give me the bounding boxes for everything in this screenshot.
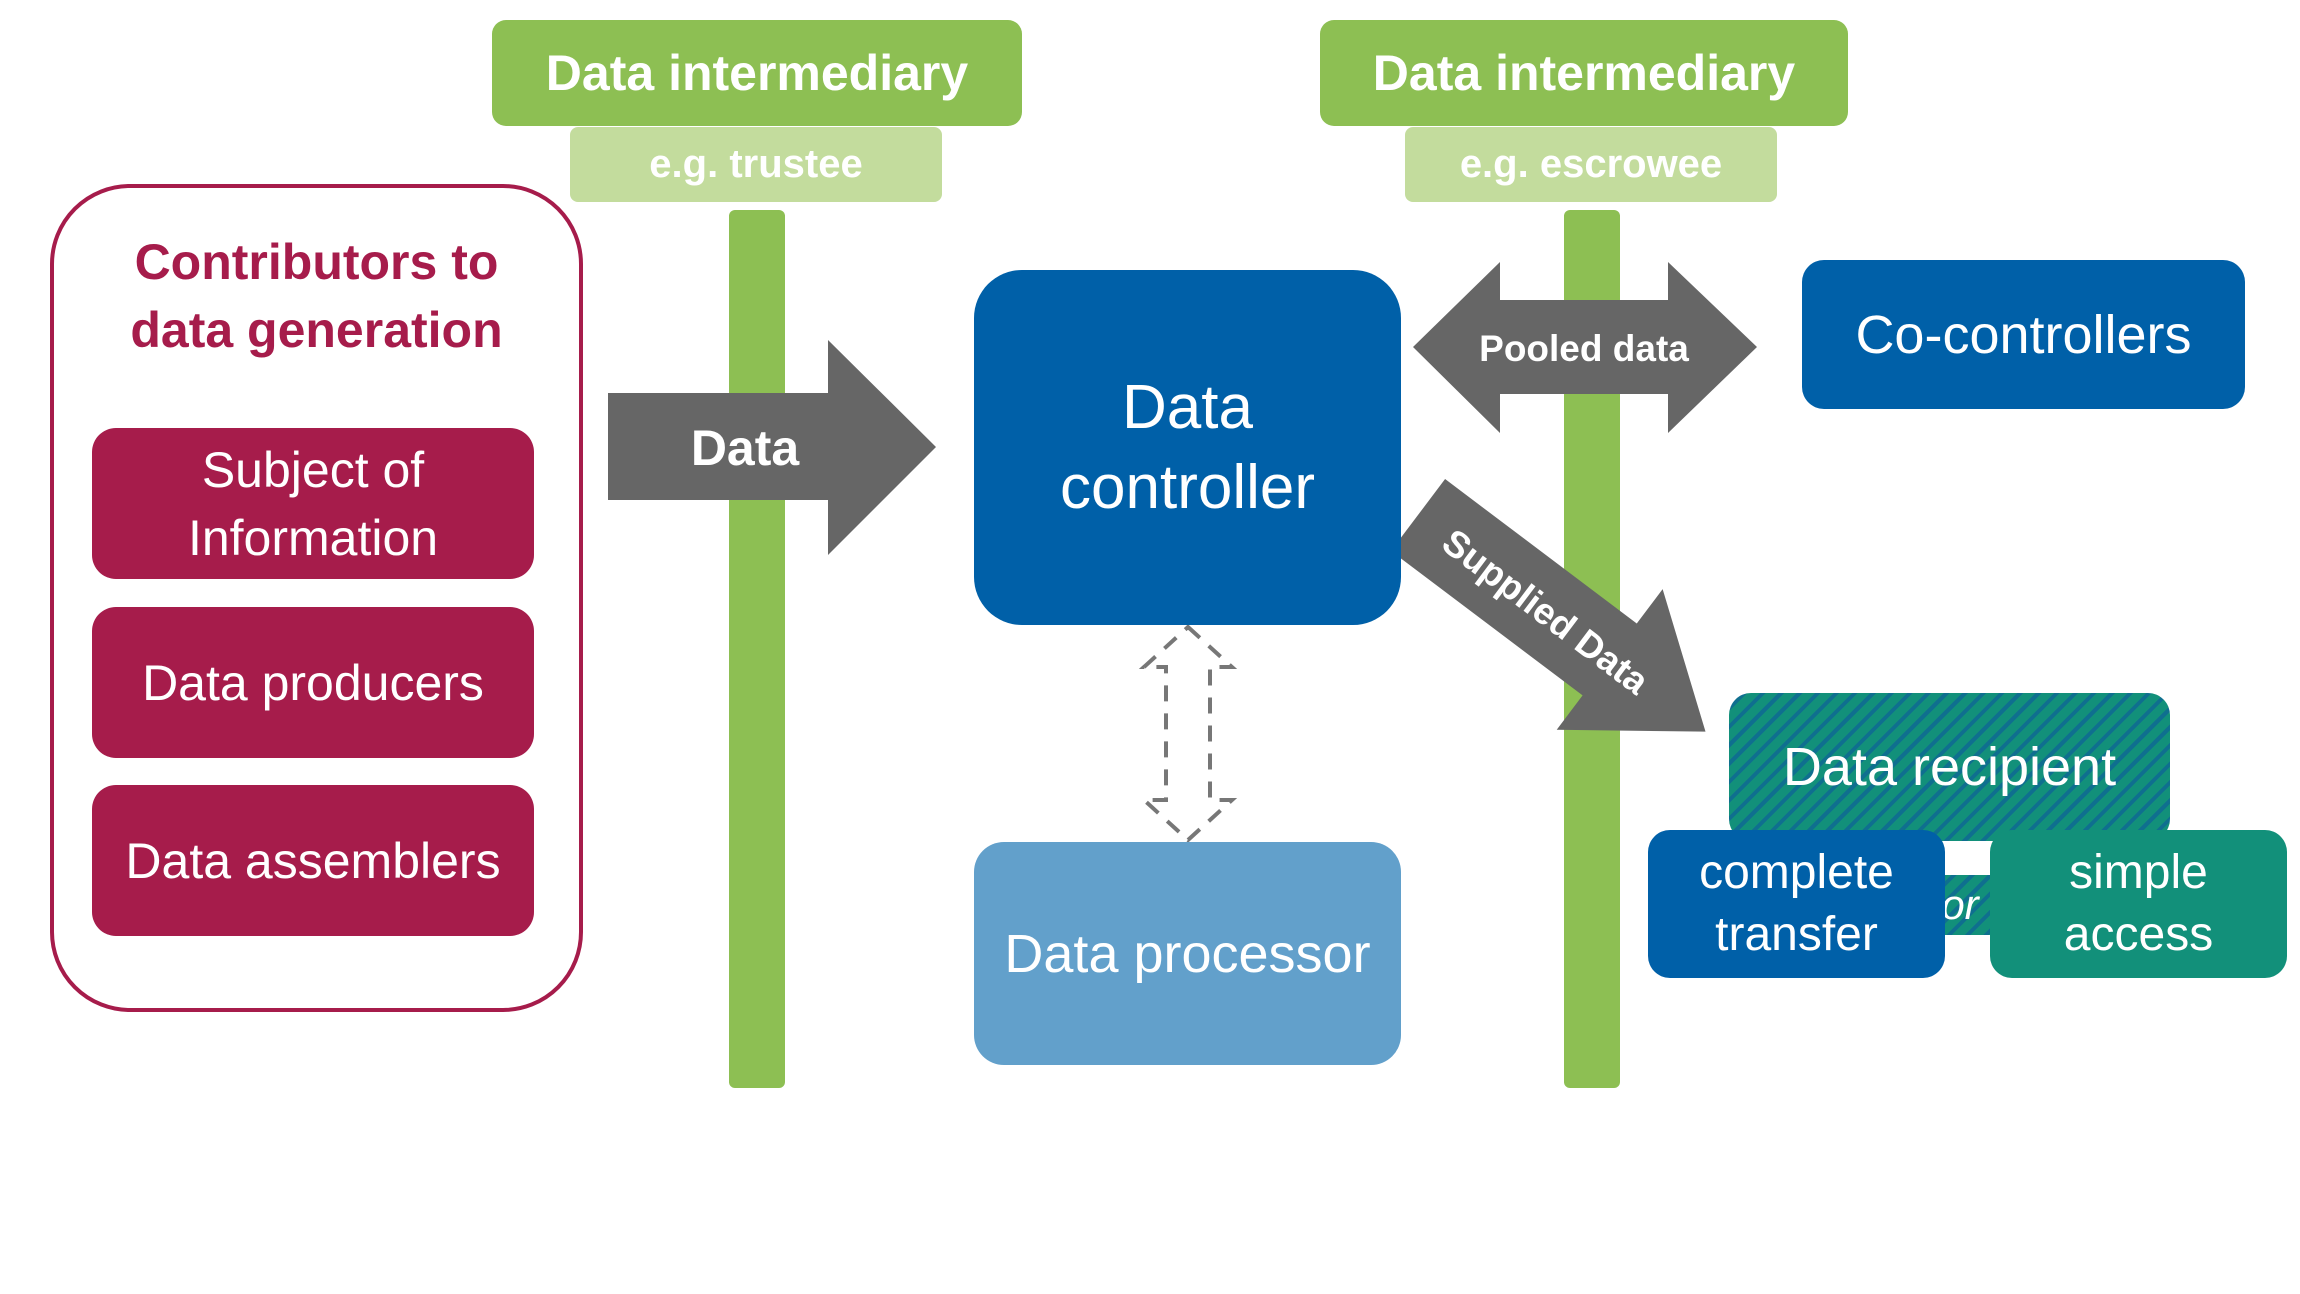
pooled-data-arrow: Pooled data [1413,262,1757,433]
intermediary-example-1: e.g. trustee [570,127,942,202]
or-label: or [1941,881,1979,928]
data-controller-line1: Data [1122,372,1253,442]
processor-link-arrow [1138,624,1238,843]
complete-transfer-line2: transfer [1715,908,1878,961]
intermediary-bar-1 [729,210,785,1088]
pooled-data-arrow-label: Pooled data [1479,328,1689,369]
supplied-data-arrow-shape [1390,479,1706,732]
simple-access-line2: access [2063,908,2214,961]
data-processor-label: Data processor [1004,923,1371,984]
pooled-data-arrow-shape [1413,262,1757,433]
contributors-title-line1: Contributors to [134,234,499,290]
data-controller-line2: controller [1060,452,1315,522]
contributors-title-line2: data generation [130,302,503,358]
data-recipient: Data recipient [1729,693,2170,841]
intermediary-example-1-text: e.g. trustee [649,142,863,186]
intermediary-title-1: Data intermediary [492,20,1022,126]
simple-access-line1: simple [2069,846,2208,899]
co-controllers-label: Co-controllers [1855,304,2192,365]
simple-access: simple access [1990,830,2287,978]
co-controllers: Co-controllers [1802,260,2245,409]
supplied-data-arrow: Supplied Data [1390,479,1706,732]
subject-of-information: Subject of Information [92,428,534,579]
processor-link-arrow-shape [1138,624,1238,843]
intermediary-title-1-text: Data intermediary [545,45,969,101]
intermediary-example-2: e.g. escrowee [1405,127,1777,202]
data-producers-label: Data producers [142,654,484,711]
data-arrow-label: Data [691,420,801,476]
complete-transfer-line1: complete [1699,846,1894,899]
data-controller: Data controller [974,270,1401,625]
subject-of-information-line2: Information [187,509,439,566]
data-processor: Data processor [974,842,1401,1065]
intermediary-title-2-text: Data intermediary [1372,45,1796,101]
subject-of-information-line1: Subject of [201,441,425,498]
complete-transfer: complete transfer [1648,830,1945,978]
intermediary-title-2: Data intermediary [1320,20,1848,126]
data-assemblers-label: Data assemblers [125,832,501,889]
data-arrow-shape [608,340,936,555]
data-arrow: Data [608,340,936,555]
data-assemblers: Data assemblers [92,785,534,936]
contributors-title: Contributors to data generation [54,226,579,366]
data-recipient-label: Data recipient [1782,737,2117,797]
intermediary-example-2-text: e.g. escrowee [1459,142,1723,186]
supplied-data-arrow-label: Supplied Data [1435,521,1657,702]
data-producers: Data producers [92,607,534,758]
